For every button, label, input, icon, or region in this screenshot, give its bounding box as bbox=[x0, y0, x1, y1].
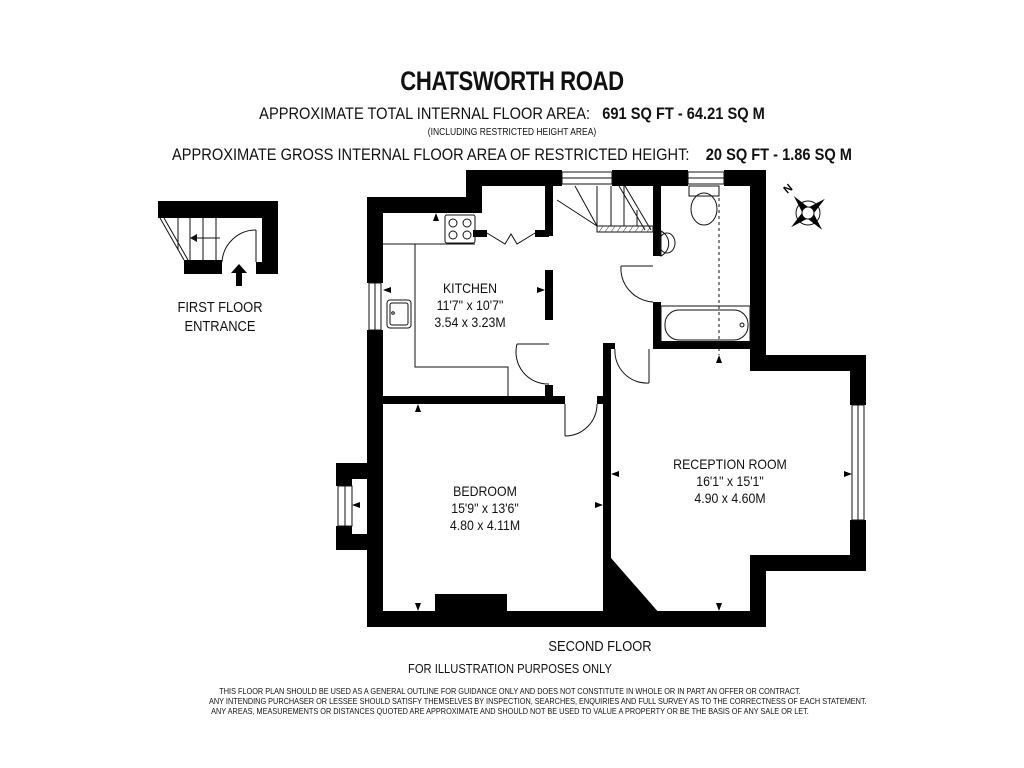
windows bbox=[337, 171, 865, 527]
illustration-note: FOR ILLUSTRATION PURPOSES ONLY bbox=[408, 661, 612, 676]
restricted-area-value: 20 SQ FT - 1.86 SQ M bbox=[705, 145, 852, 164]
disclaimer-line: ANY INTENDING PURCHASER OR LESSEE SHOULD… bbox=[209, 696, 867, 706]
up-arrow-icon bbox=[231, 264, 247, 286]
stair-landing-hatch bbox=[598, 225, 652, 233]
disclaimer: THIS FLOOR PLAN SHOULD BE USED AS A GENE… bbox=[209, 686, 867, 716]
total-area-line: APPROXIMATE TOTAL INTERNAL FLOOR AREA: 6… bbox=[72, 104, 953, 124]
room-metric: 4.90 x 4.60M bbox=[694, 490, 766, 506]
floor-label: SECOND FLOOR bbox=[548, 638, 652, 655]
room-imperial: 11'7" x 10'7" bbox=[436, 297, 504, 313]
disclaimer-line: ANY AREAS, MEASUREMENTS OR DISTANCES QUO… bbox=[211, 706, 809, 716]
room-metric: 3.54 x 3.23M bbox=[434, 314, 506, 330]
measure-arrows bbox=[352, 213, 852, 611]
disclaimer-line: THIS FLOOR PLAN SHOULD BE USED AS A GENE… bbox=[219, 686, 801, 696]
compass-rose-icon: N bbox=[781, 182, 825, 230]
room-label-bedroom: BEDROOM 15'9" x 13'6" 4.80 x 4.11M bbox=[428, 483, 542, 534]
total-area-value: 691 SQ FT - 64.21 SQ M bbox=[602, 104, 765, 123]
room-label-kitchen: KITCHEN 11'7" x 10'7" 3.54 x 3.23M bbox=[417, 280, 523, 331]
fixtures bbox=[383, 185, 751, 437]
compass-north-label: N bbox=[781, 182, 795, 196]
total-area-note: (INCLUDING RESTRICTED HEIGHT AREA) bbox=[427, 127, 597, 138]
plan-title: CHATSWORTH ROAD bbox=[400, 66, 624, 96]
room-name: BEDROOM bbox=[453, 483, 517, 499]
room-name: RECEPTION ROOM bbox=[673, 456, 787, 472]
entrance-label: FIRST FLOOR ENTRANCE bbox=[160, 298, 280, 336]
restricted-area-label: APPROXIMATE GROSS INTERNAL FLOOR AREA OF… bbox=[172, 145, 690, 164]
room-metric: 4.80 x 4.11M bbox=[449, 517, 521, 533]
room-imperial: 16'1" x 15'1" bbox=[696, 473, 764, 489]
entrance-label-line1: FIRST FLOOR bbox=[177, 299, 263, 316]
room-imperial: 15'9" x 13'6" bbox=[451, 500, 519, 516]
room-name: KITCHEN bbox=[442, 280, 498, 296]
entrance-label-line2: ENTRANCE bbox=[184, 318, 256, 335]
walls bbox=[336, 170, 866, 627]
restricted-area-line: APPROXIMATE GROSS INTERNAL FLOOR AREA OF… bbox=[72, 145, 953, 165]
total-area-label: APPROXIMATE TOTAL INTERNAL FLOOR AREA: bbox=[259, 104, 591, 123]
room-label-reception: RECEPTION ROOM 16'1" x 15'1" 4.90 x 4.60… bbox=[664, 456, 796, 507]
entrance-inset bbox=[158, 201, 278, 286]
